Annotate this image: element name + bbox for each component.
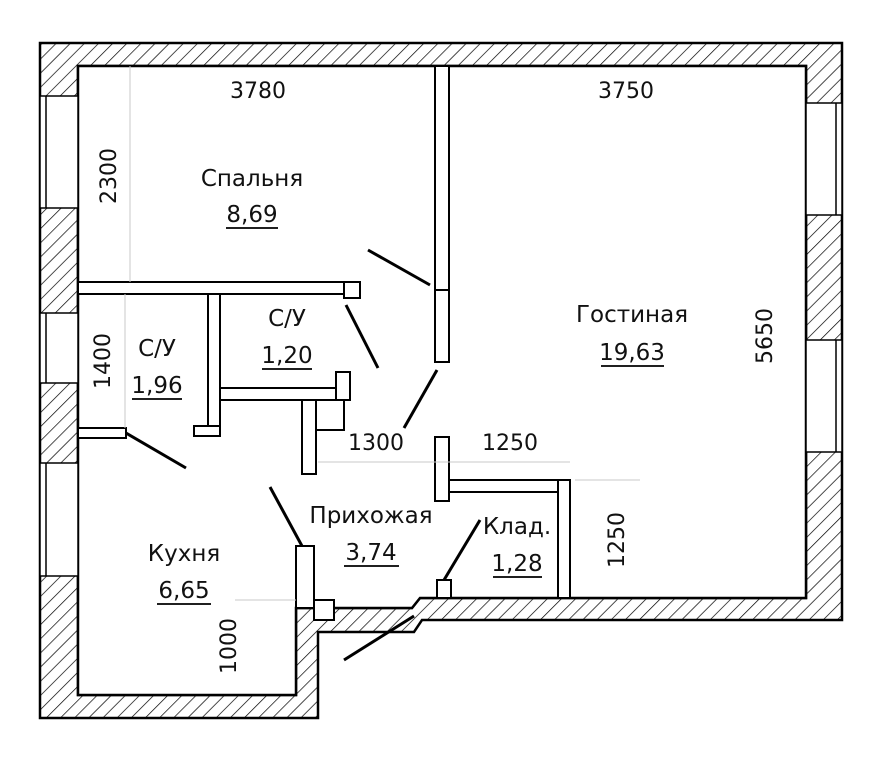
room-name: С/У: [268, 306, 306, 332]
dim-hall-span: 1300: [348, 431, 404, 456]
room-hall: Прихожая 3,74: [309, 503, 433, 567]
dim-kitchen-wall: 1000: [217, 618, 242, 674]
dimension-lines: [124, 66, 640, 601]
door-bath2: [344, 304, 380, 369]
room-area: 19,63: [599, 340, 665, 366]
dim-storage-width: 1250: [482, 431, 538, 456]
wall-bath1-right: [207, 293, 221, 429]
room-name: Гостиная: [576, 302, 688, 328]
room-bath1: С/У 1,96: [131, 336, 183, 400]
room-kitchen: Кухня 6,65: [148, 541, 220, 605]
interior-floor: [76, 64, 808, 697]
room-storage: Клад. 1,28: [483, 514, 551, 578]
dim-living-width: 3750: [598, 79, 654, 104]
room-name: С/У: [138, 336, 176, 362]
wall-bedroom-living: [434, 65, 450, 291]
room-area: 3,74: [345, 540, 396, 566]
room-bedroom: Спальня 8,69: [201, 166, 303, 229]
dim-bedroom-depth: 2300: [97, 148, 122, 204]
dim-bedroom-width: 3780: [230, 79, 286, 104]
dim-storage-depth: 1250: [605, 512, 630, 568]
room-area: 6,65: [158, 578, 209, 604]
wall-storage: [448, 479, 570, 493]
room-living: Гостиная 19,63: [576, 302, 688, 367]
room-area: 1,96: [131, 373, 182, 399]
doors: [125, 248, 482, 662]
room-name: Прихожая: [309, 503, 432, 529]
partitions: [77, 65, 571, 621]
wall-bath2-bottom: [219, 387, 345, 401]
room-name: Кухня: [148, 541, 220, 567]
wall-bath1-bottom: [77, 427, 127, 439]
door-bath1: [125, 431, 187, 470]
room-bath2: С/У 1,20: [261, 306, 313, 370]
room-area: 1,20: [261, 343, 312, 369]
windows: [39, 95, 843, 577]
room-name: Спальня: [201, 166, 303, 192]
room-area: 8,69: [226, 202, 277, 228]
door-living: [402, 369, 439, 429]
door-entrance: [343, 614, 415, 662]
door-bedroom: [367, 248, 431, 287]
door-kitchen: [268, 486, 304, 547]
room-area: 1,28: [491, 551, 542, 577]
room-name: Клад.: [483, 514, 551, 540]
wall-bedroom-bottom: [77, 281, 361, 295]
door-storage: [442, 519, 482, 581]
dim-bath-depth: 1400: [91, 333, 116, 389]
dim-living-depth: 5650: [753, 308, 778, 364]
wall-kitchen-hall: [295, 545, 315, 609]
